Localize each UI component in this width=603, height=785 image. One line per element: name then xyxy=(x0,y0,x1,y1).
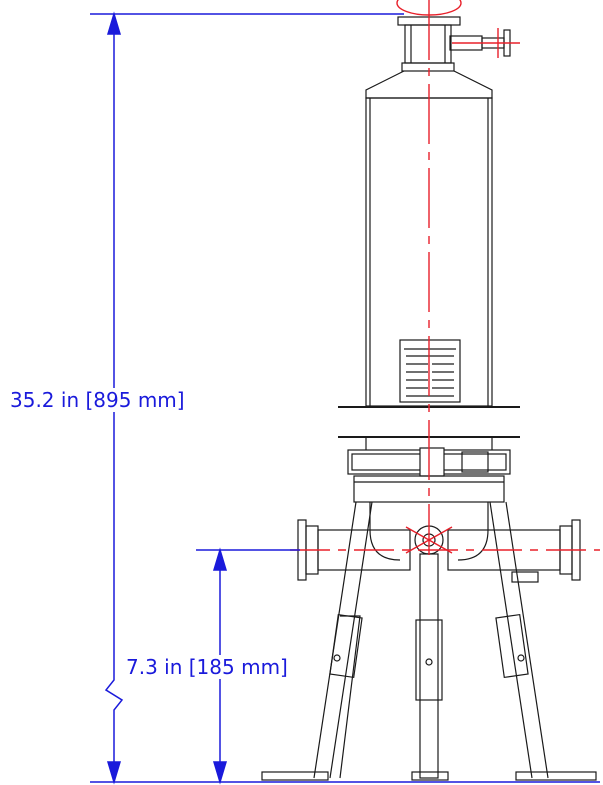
overall-height-dimension: 35.2 in [895 mm] xyxy=(8,388,187,412)
dimension-lines xyxy=(90,11,600,785)
centerlines xyxy=(290,0,600,555)
inlet-height-dimension: 7.3 in [185 mm] xyxy=(124,655,290,679)
